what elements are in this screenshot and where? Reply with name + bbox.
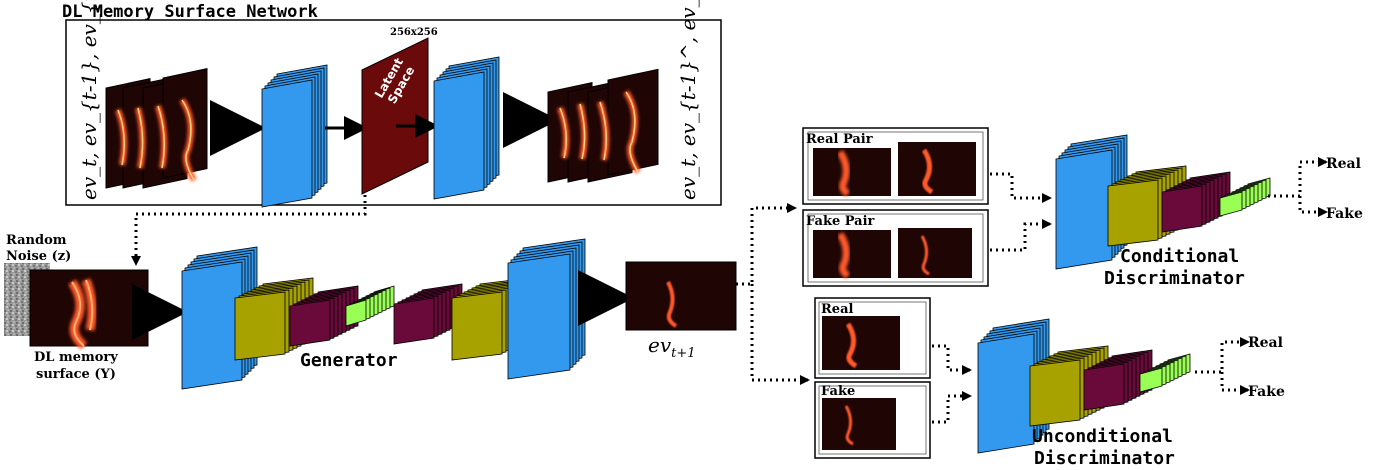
cond-olive-layer: [1107, 179, 1159, 247]
decoder-layers-layer: [433, 71, 485, 200]
input-sequence-label: ev_t, ev_{t-1}, ev_{t-2}, ....: [77, 0, 101, 200]
gen-blue-in-layer: [181, 261, 243, 390]
generator-block: [181, 238, 586, 390]
uncond-real-connector: [1195, 337, 1250, 374]
fake-pair-connector: [990, 219, 1052, 252]
cond-output-fake: Fake: [1326, 206, 1363, 222]
uncond-maroon-layer: [1083, 363, 1125, 411]
uncond-disc-label-2: Discriminator: [1034, 448, 1175, 469]
cond-fake-connector: [1298, 196, 1328, 217]
fake-label: Fake: [821, 384, 855, 399]
uncond-green-layer: [1139, 367, 1163, 393]
uncond-fake-connector: [1220, 372, 1250, 395]
unconditional-discriminator-block: [977, 318, 1191, 454]
uncond-disc-label-1: Unconditional: [1032, 426, 1173, 447]
real-pair-connector: [990, 172, 1052, 203]
memory-surface-image: [29, 269, 149, 350]
memory-surface-label-2: surface (Y): [36, 367, 116, 382]
cond-disc-label-1: Conditional: [1120, 246, 1239, 267]
real-single-connector: [932, 344, 972, 375]
uncond-output-real: Real: [1248, 335, 1283, 351]
prediction-to-pairs-connector: [736, 203, 797, 286]
cond-maroon: [1161, 171, 1231, 233]
cond-maroon-layer: [1161, 185, 1203, 233]
uncond-output-fake: Fake: [1248, 384, 1285, 400]
decoder-layers: [433, 56, 500, 200]
encoder-layers: [261, 64, 328, 208]
real-pair-label: Real Pair: [806, 132, 873, 147]
cond-green: [1219, 177, 1271, 217]
network-frame: [65, 19, 722, 206]
fake-pair-label: Fake Pair: [806, 214, 875, 229]
cond-disc-label-2: Discriminator: [1104, 268, 1245, 289]
generator-label: Generator: [300, 350, 398, 371]
fake-single-connector: [932, 391, 972, 424]
predicted-frame-image: [625, 261, 737, 331]
memory-surface-label-1: DL memory: [34, 350, 118, 365]
cond-green-layer: [1219, 191, 1243, 217]
random-noise-label-1: Random: [6, 233, 67, 248]
latent-to-memory-connector: [131, 195, 367, 266]
latent-size-label: 256x256: [390, 27, 438, 38]
decoder-block: [433, 56, 500, 200]
gen-maroon-out-layer: [393, 297, 435, 345]
fake-single-box: Fake: [814, 381, 931, 459]
network-title: DL Memory Surface Network: [62, 2, 318, 22]
real-label: Real: [821, 302, 853, 317]
conditional-discriminator-block: [1055, 134, 1271, 270]
cond-olive: [1107, 165, 1187, 247]
prediction-to-singles-connector: [750, 284, 810, 385]
gen-green-layer: [345, 299, 367, 327]
fake-pair-box: Fake Pair: [802, 209, 989, 287]
gen-maroon-in-layer: [289, 299, 331, 347]
cond-blue-layer: [1055, 149, 1113, 270]
encoder-block: [261, 64, 328, 208]
input-event-stack: [105, 68, 208, 189]
output-event-stack: [547, 68, 659, 183]
random-noise-label-2: Noise (z): [6, 249, 71, 264]
cond-output-real: Real: [1326, 156, 1361, 172]
gen-blue-out: [507, 238, 586, 380]
cond-blue: [1055, 134, 1128, 270]
gen-olive-out-layer: [451, 291, 503, 361]
gen-maroon-out: [393, 283, 463, 345]
prediction-label: evt+1: [648, 333, 696, 361]
real-single-box: Real: [814, 297, 931, 379]
cond-real-connector: [1268, 157, 1328, 198]
real-pair-box: Real Pair: [802, 127, 989, 205]
uncond-olive-layer: [1029, 359, 1081, 427]
gen-blue-out-layer: [507, 253, 571, 380]
uncond-blue-layer: [977, 333, 1035, 454]
gen-green: [345, 285, 395, 327]
gen-olive-in: [234, 277, 314, 361]
output-sequence-label: ev_t, ev_{t-1}^, ev_{t-2}^, ....: [676, 0, 700, 200]
gen-olive-in-layer: [234, 291, 286, 361]
latent-space-block: [361, 37, 429, 195]
uncond-green: [1139, 353, 1191, 393]
gen-maroon-in: [289, 285, 359, 347]
encoder-layers-layer: [261, 79, 313, 208]
